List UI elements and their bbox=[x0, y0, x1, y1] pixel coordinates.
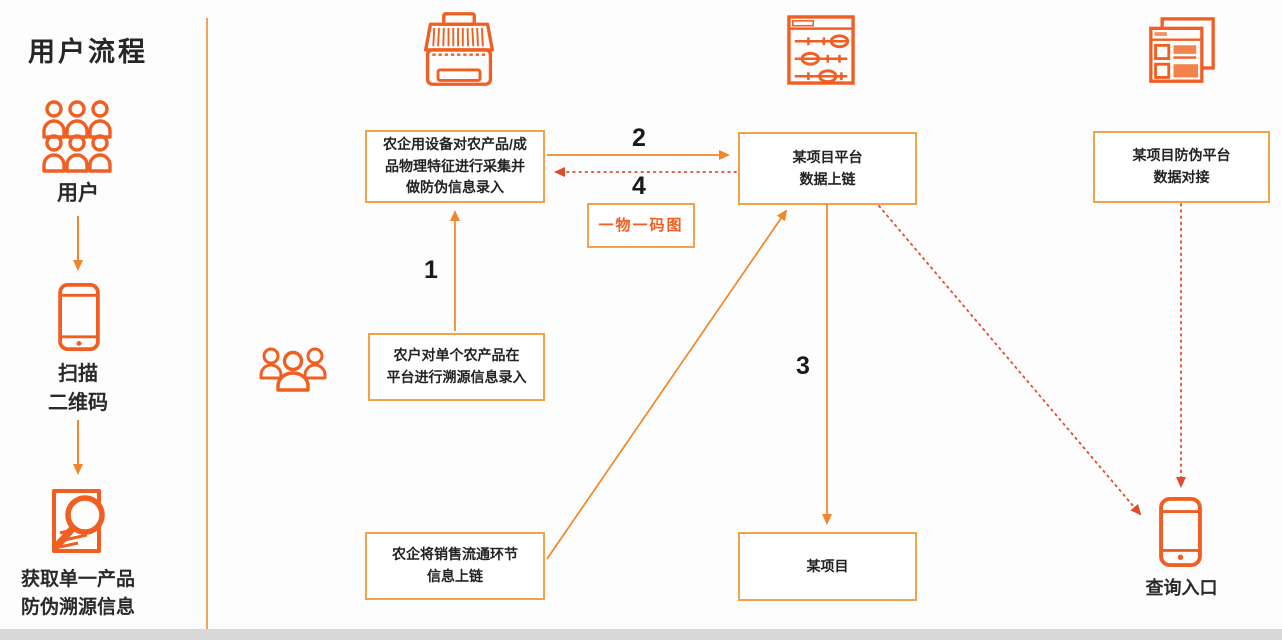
sidebar-divider bbox=[206, 18, 208, 630]
arrow-label-2: 2 bbox=[632, 124, 646, 152]
query-phone-icon bbox=[1157, 497, 1204, 567]
query-entry-label: 查询入口 bbox=[1145, 578, 1218, 598]
arrow-label-3: 3 bbox=[796, 352, 810, 380]
box-project: 某项目 bbox=[738, 532, 917, 601]
search-document-icon bbox=[47, 486, 111, 562]
bottom-bar bbox=[0, 629, 1282, 640]
webpages-icon bbox=[1148, 17, 1216, 85]
sidebar-title: 用户流程 bbox=[28, 37, 148, 67]
sidebar-step-user-label: 用户 bbox=[57, 182, 99, 205]
box-sales-chain: 农企将销售流通环节 信息上链 bbox=[365, 532, 545, 600]
phone-icon bbox=[58, 283, 100, 351]
sidebar-step-result-label: 获取单一产品 防伪溯源信息 bbox=[20, 569, 135, 618]
arrow-label-1: 1 bbox=[424, 256, 438, 284]
arrow-label-4: 4 bbox=[632, 172, 646, 200]
box-farmer-entry: 农户对单个农产品在 平台进行溯源信息录入 bbox=[368, 333, 545, 401]
box-one-item-one-code: 一物一码图 bbox=[587, 203, 695, 248]
down-arrow-icon bbox=[71, 216, 85, 272]
down-arrow-icon bbox=[71, 420, 85, 476]
box-antifake-platform: 某项目防伪平台 数据对接 bbox=[1093, 131, 1270, 203]
printer-icon bbox=[419, 11, 499, 87]
abacus-window-icon bbox=[787, 15, 855, 85]
box-platform: 某项目平台 数据上链 bbox=[738, 132, 917, 205]
users-group-icon bbox=[42, 100, 112, 173]
box-capture: 农企用设备对农产品/成 品物理特征进行采集并 做防伪信息录入 bbox=[365, 130, 545, 203]
sidebar-step-scan-label: 扫描 二维码 bbox=[48, 363, 108, 414]
people-group-icon bbox=[259, 346, 327, 392]
